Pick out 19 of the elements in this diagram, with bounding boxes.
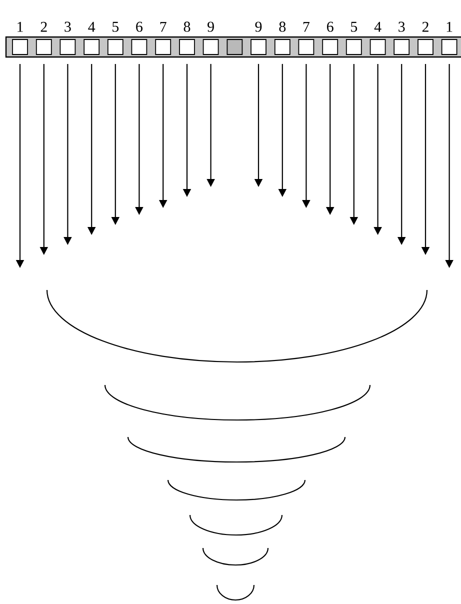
cell-number: 8 [184, 22, 190, 32]
cell-number: 1 [446, 22, 452, 32]
cell-number: 6 [327, 22, 334, 32]
cell-number: 9 [255, 22, 262, 32]
cell-number: 6 [136, 22, 142, 32]
cell-number: 4 [374, 22, 382, 32]
cell-number: 1 [18, 22, 23, 32]
cell-number: 4 [88, 22, 96, 32]
cell-number: 5 [351, 22, 358, 32]
cell-number: 2 [422, 22, 428, 32]
cell-number: 5 [112, 22, 119, 32]
cell-number: 9 [208, 22, 214, 32]
cell-number: 8 [279, 22, 286, 32]
cell-number: 7 [303, 22, 310, 32]
cell-number: 7 [160, 22, 166, 32]
cell [226, 39, 243, 55]
cell-number: 2 [40, 22, 47, 32]
cell-number: 3 [64, 22, 71, 32]
cell-number: 3 [398, 22, 405, 32]
